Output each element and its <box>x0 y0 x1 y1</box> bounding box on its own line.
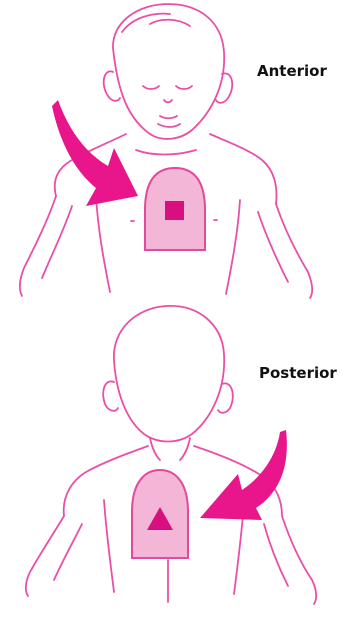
posterior-arrow-icon <box>200 430 287 520</box>
posterior-pad <box>132 470 188 558</box>
posterior-infant-figure <box>26 306 316 604</box>
anterior-arrow-icon <box>52 100 138 206</box>
anterior-infant-figure <box>20 4 312 298</box>
square-marker-icon <box>165 201 184 220</box>
anterior-pad <box>145 168 205 250</box>
anterior-label: Anterior <box>257 62 327 80</box>
posterior-label: Posterior <box>259 364 337 382</box>
